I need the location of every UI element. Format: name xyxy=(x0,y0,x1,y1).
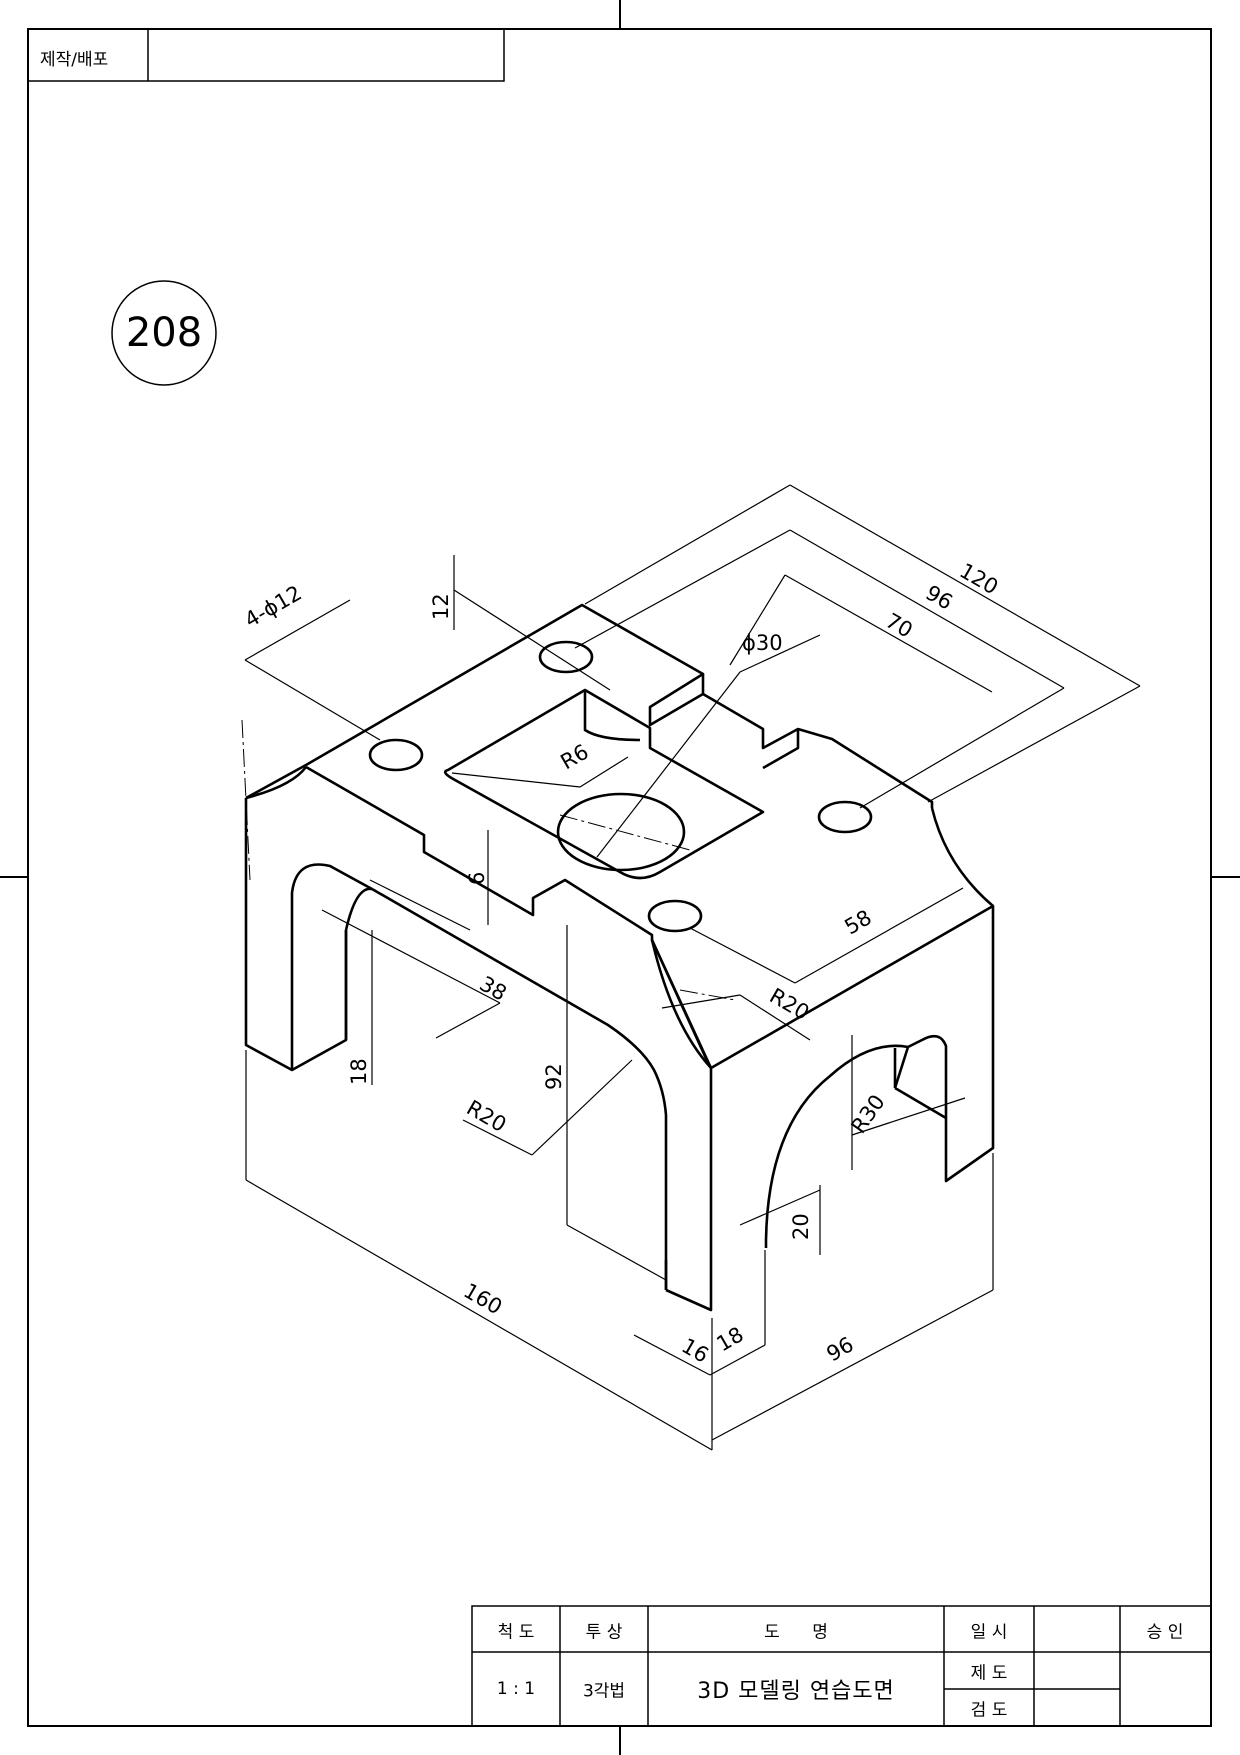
date-label: 일 시 xyxy=(970,1622,1008,1643)
checked-label: 검 도 xyxy=(970,1700,1008,1721)
dim-leg-offset: 18 xyxy=(713,1322,748,1356)
dim-pocket-length: 70 xyxy=(882,609,917,643)
dim-pocket-fillet: R6 xyxy=(557,740,593,775)
dimension-labels: 4-ϕ12 12 120 96 70 ϕ30 R6 6 38 58 R20 R2… xyxy=(241,559,1003,1368)
problem-number-circle xyxy=(111,280,217,386)
dim-hole-spacing-short: 58 xyxy=(841,905,876,939)
projection-value: 3각법 xyxy=(582,1681,626,1702)
dim-height-overall: 92 xyxy=(542,1063,566,1090)
dim-corner-radius-left: R20 xyxy=(463,1096,511,1137)
drawing-title: 3D 모델링 연습도면 xyxy=(697,1679,895,1704)
dim-arch-radius: R30 xyxy=(846,1090,889,1138)
dim-top-thickness: 12 xyxy=(429,593,453,620)
problem-number: 208 xyxy=(125,310,203,356)
dim-center-hole: ϕ30 xyxy=(742,631,783,655)
projection-label: 투 상 xyxy=(585,1622,623,1643)
distribution-label: 제작/배포 xyxy=(40,50,109,70)
dim-hole-spacing-long: 96 xyxy=(922,581,957,615)
dim-arch-height-left: 18 xyxy=(347,1058,371,1085)
part-outline xyxy=(244,603,995,1312)
title-label: 도 명 xyxy=(764,1622,828,1643)
title-block xyxy=(471,1605,1212,1727)
dim-arch-height-front: 20 xyxy=(789,1213,813,1240)
scale-value: 1 : 1 xyxy=(496,1679,536,1699)
dim-hole-pattern: 4-ϕ12 xyxy=(241,581,306,633)
dim-slot-width: 38 xyxy=(476,972,511,1006)
drawn-label: 제 도 xyxy=(970,1663,1008,1684)
dim-leg-width: 16 xyxy=(678,1334,713,1368)
distribution-box xyxy=(27,28,505,82)
approval-label: 승 인 xyxy=(1146,1622,1184,1643)
centerlines xyxy=(241,719,736,1001)
dim-slot-depth: 6 xyxy=(465,872,489,885)
dim-base-width: 96 xyxy=(823,1332,858,1366)
dim-corner-radius-right: R20 xyxy=(766,984,814,1025)
dim-base-length: 160 xyxy=(460,1279,507,1320)
dimension-lines xyxy=(244,484,1141,1451)
scale-label: 척 도 xyxy=(497,1622,535,1643)
